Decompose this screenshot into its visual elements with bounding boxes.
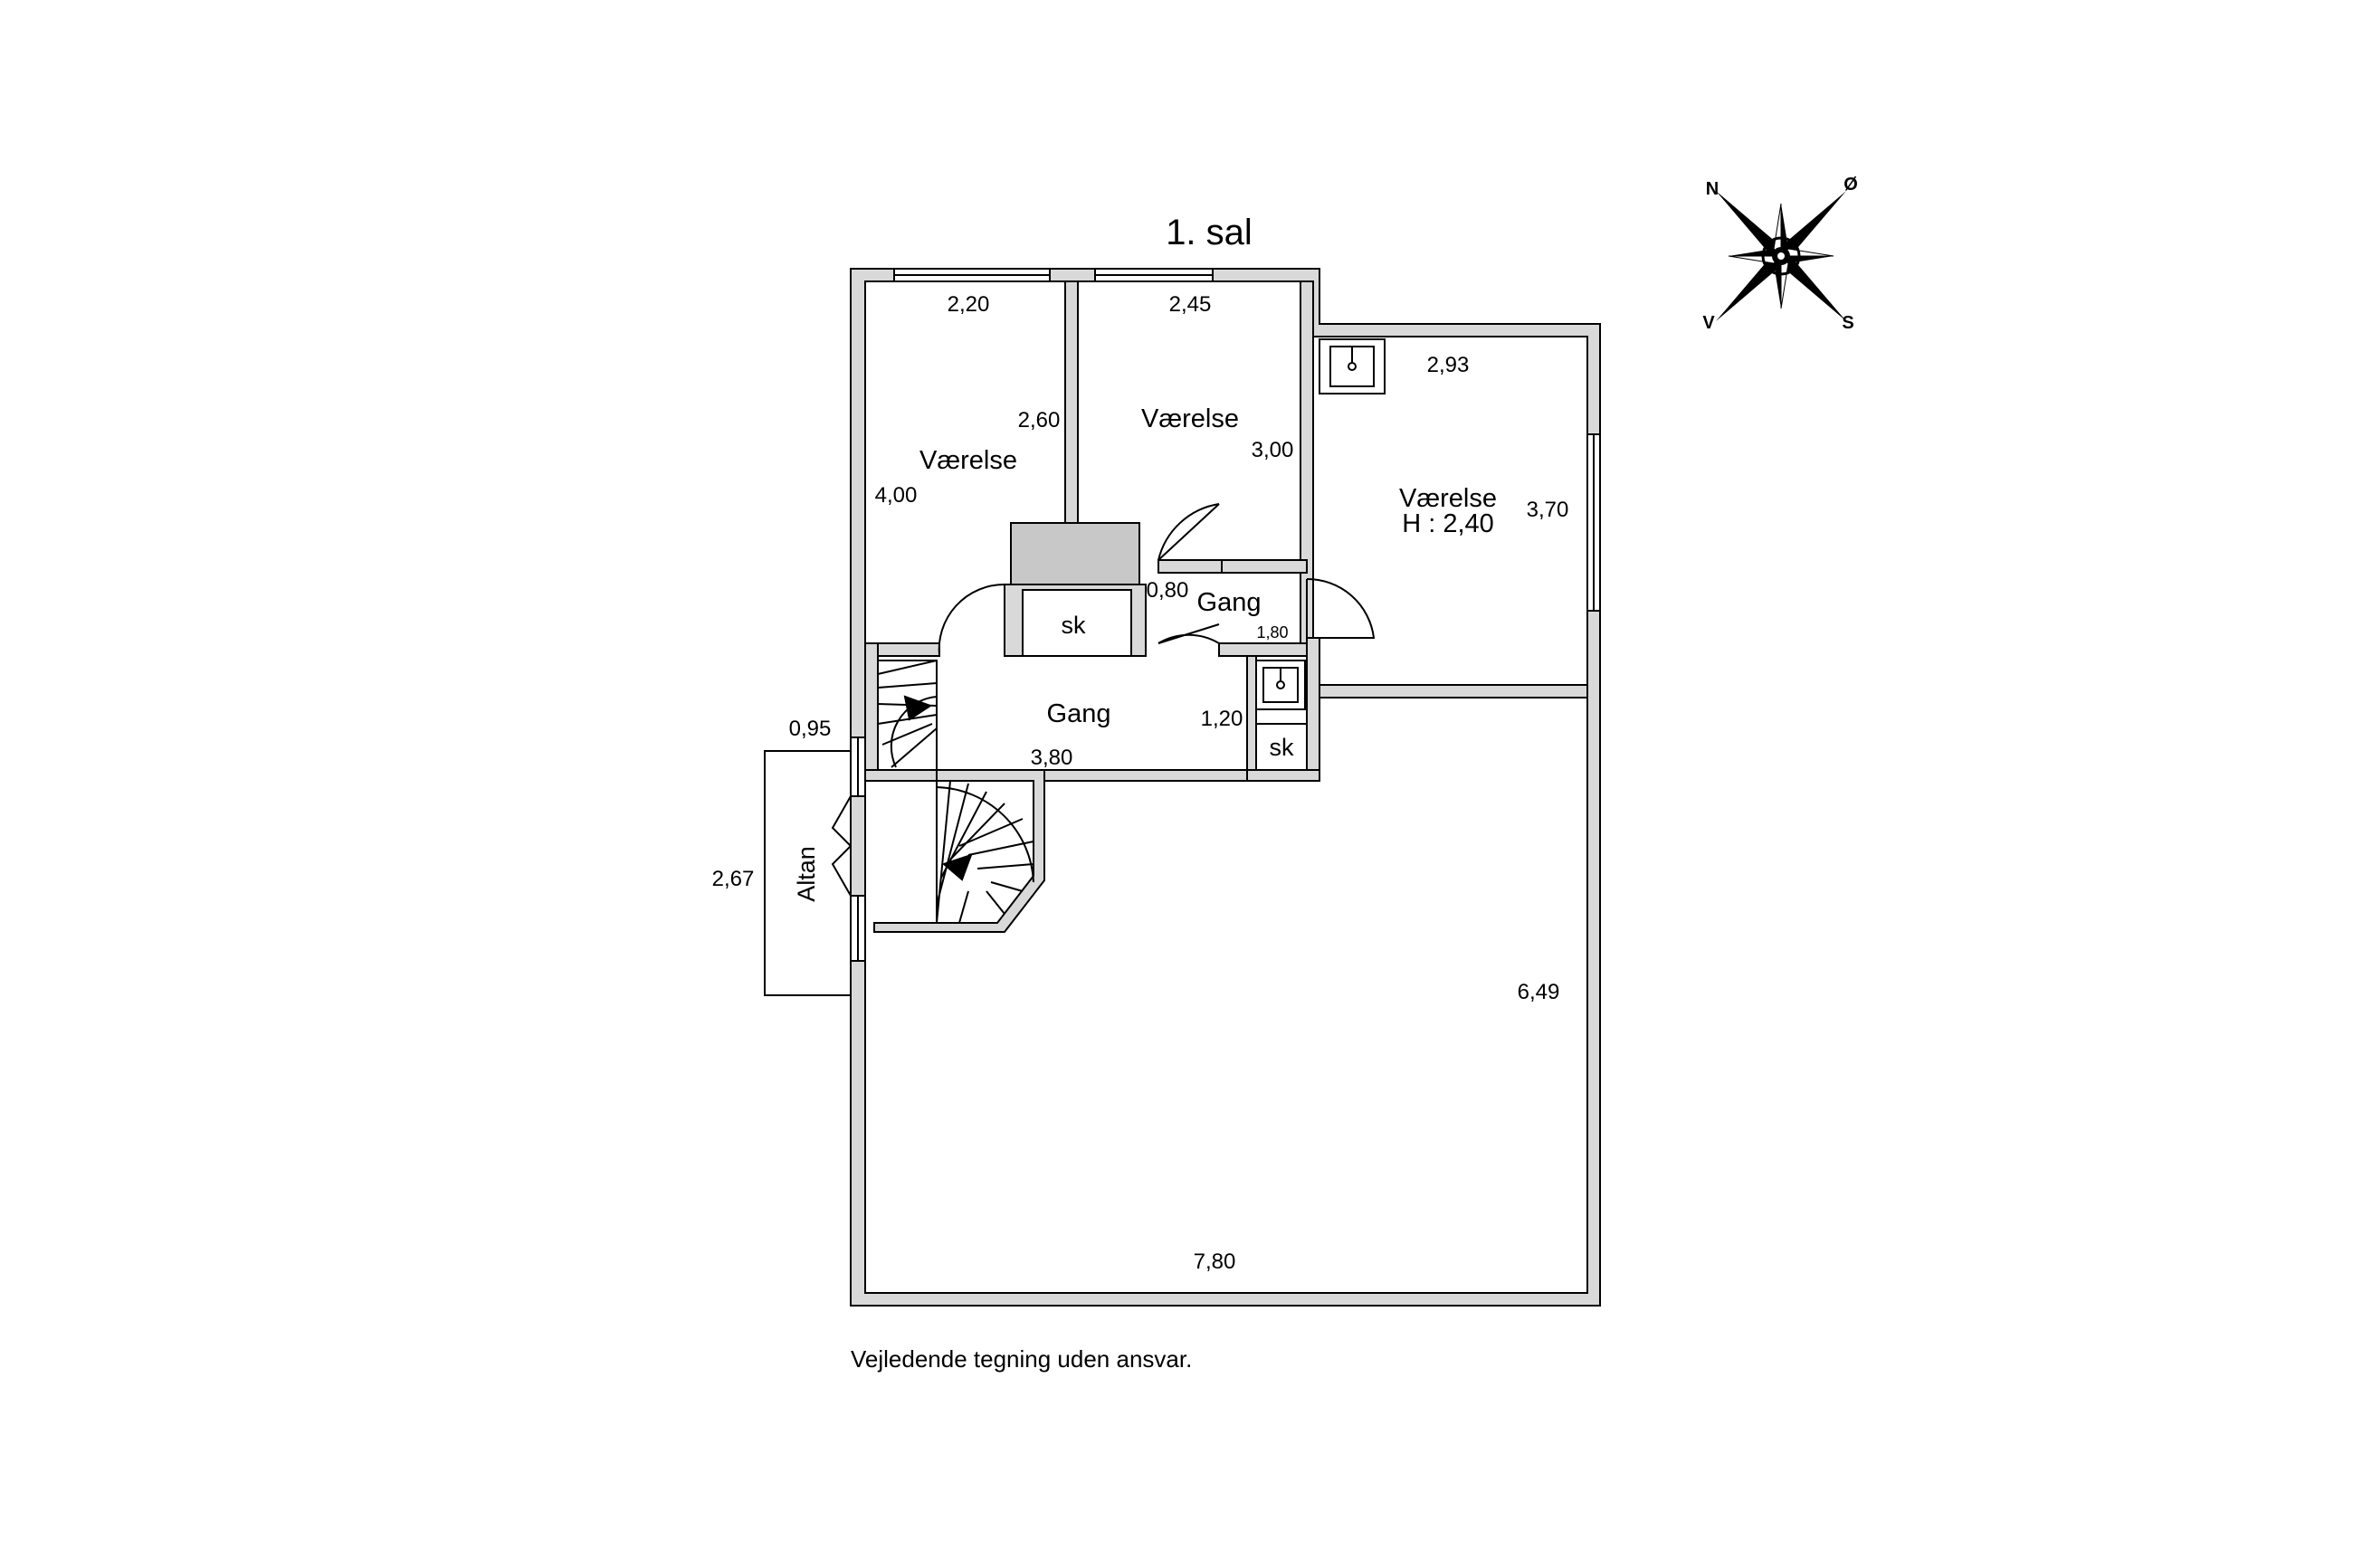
hall-main-name: Gang [1047,699,1111,728]
bedroom-right-name: Værelse [1399,484,1497,513]
compass-n: N [1706,179,1719,199]
hall-upper-width: 0,80 [1147,578,1189,603]
bedroom-left-side: 2,60 [1018,408,1061,432]
wall-right-vertical [1306,637,1320,779]
sink-bedroom-icon [1319,338,1386,394]
stair-hall-wall [864,769,1045,933]
bedroom-left-width: 2,20 [948,292,990,317]
bedroom-right-width: 2,93 [1427,353,1470,377]
wall-right-bottom [1312,684,1588,698]
wall-hall-top [1218,642,1308,657]
balcony-outline [764,750,852,996]
hall-upper-length: 1,80 [1256,623,1288,641]
attic-length: 6,49 [1518,980,1560,1004]
closet-sk-inner [1022,589,1132,657]
bedroom-left-length: 4,00 [875,483,918,508]
balcony-name: Altan [793,846,820,902]
hall-upper-name: Gang [1197,588,1262,617]
closet-1-label: sk [1062,612,1087,639]
bedroom-right-height: H : 2,40 [1402,509,1494,538]
hall-main-width: 3,80 [1031,746,1073,770]
wall-closet2-bottom [1246,769,1320,782]
balcony-width: 0,95 [789,717,832,741]
compass-s: S [1842,313,1853,333]
compass-w: V [1702,313,1715,333]
bedroom-right-length: 3,70 [1527,498,1569,522]
wall-stair-top [864,642,879,771]
chimney [1010,522,1140,592]
bedroom-middle-length: 3,00 [1252,438,1294,462]
wall-closet2-left [1246,655,1257,771]
disclaimer-text: Vejledende tegning uden ansvar. [851,1345,1192,1373]
balcony-length: 2,67 [712,867,755,891]
staircase-upper [877,660,938,782]
bedroom-middle-name: Værelse [1141,404,1239,433]
hall-main-length: 1,20 [1201,707,1243,731]
compass-e: Ø [1843,175,1858,195]
wall-left-middle [1064,280,1079,530]
staircase-lower [936,780,1034,924]
wall-middle-bottom2 [1221,559,1308,574]
wall-middle-bottom [1157,559,1223,574]
attic-width: 7,80 [1194,1250,1236,1274]
sink-hall-icon [1255,660,1306,710]
floor-title: 1. sal [1166,213,1253,252]
closet-2-box [1255,723,1308,771]
bedroom-left-name: Værelse [919,446,1017,475]
compass-rose-icon [1716,191,1846,321]
bedroom-middle-width: 2,45 [1169,292,1212,317]
closet-2-label: sk [1270,734,1295,761]
